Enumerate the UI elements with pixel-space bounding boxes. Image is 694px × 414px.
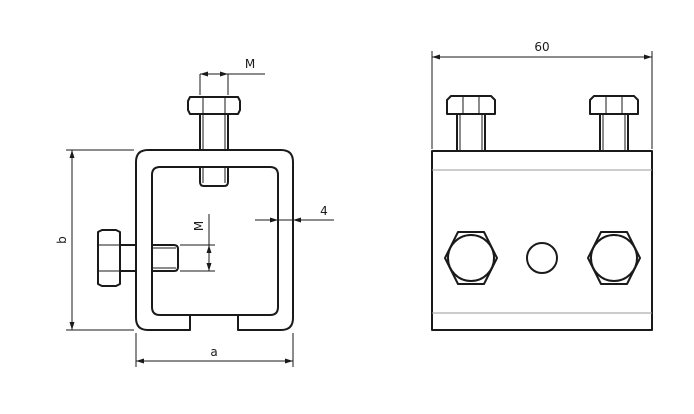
top-bolt: [187, 96, 241, 187]
side-view-bolt-right: [589, 95, 639, 151]
dim-wall-thickness: 4: [255, 204, 334, 223]
side-bolt-head: [97, 229, 121, 287]
side-bolt: [97, 229, 179, 287]
dim-thread-top-label: M: [245, 57, 255, 71]
hex-head-left: [444, 231, 498, 285]
hex-head-right: [587, 231, 641, 285]
center-hole: [526, 242, 558, 274]
front-view: M M 4 a: [55, 57, 334, 367]
dim-thread-side-label: M: [192, 221, 206, 231]
dim-length: 60: [431, 40, 653, 149]
channel-outer-contour: [135, 149, 294, 331]
dim-thread-side: M: [180, 214, 215, 272]
dim-length-label: 60: [534, 40, 549, 54]
dim-wall-thickness-label: 4: [320, 204, 328, 218]
dim-width-label: a: [210, 345, 217, 359]
dim-thread-top: M: [199, 57, 265, 95]
dim-height-label: b: [55, 236, 69, 244]
side-view-bolt-left: [446, 95, 496, 151]
dim-width: a: [135, 333, 294, 367]
clamp-body: [431, 150, 653, 331]
top-bolt-head: [187, 96, 241, 115]
side-view: 60: [431, 40, 653, 331]
channel-inner-contour: [151, 166, 279, 316]
dim-height: b: [55, 149, 134, 331]
